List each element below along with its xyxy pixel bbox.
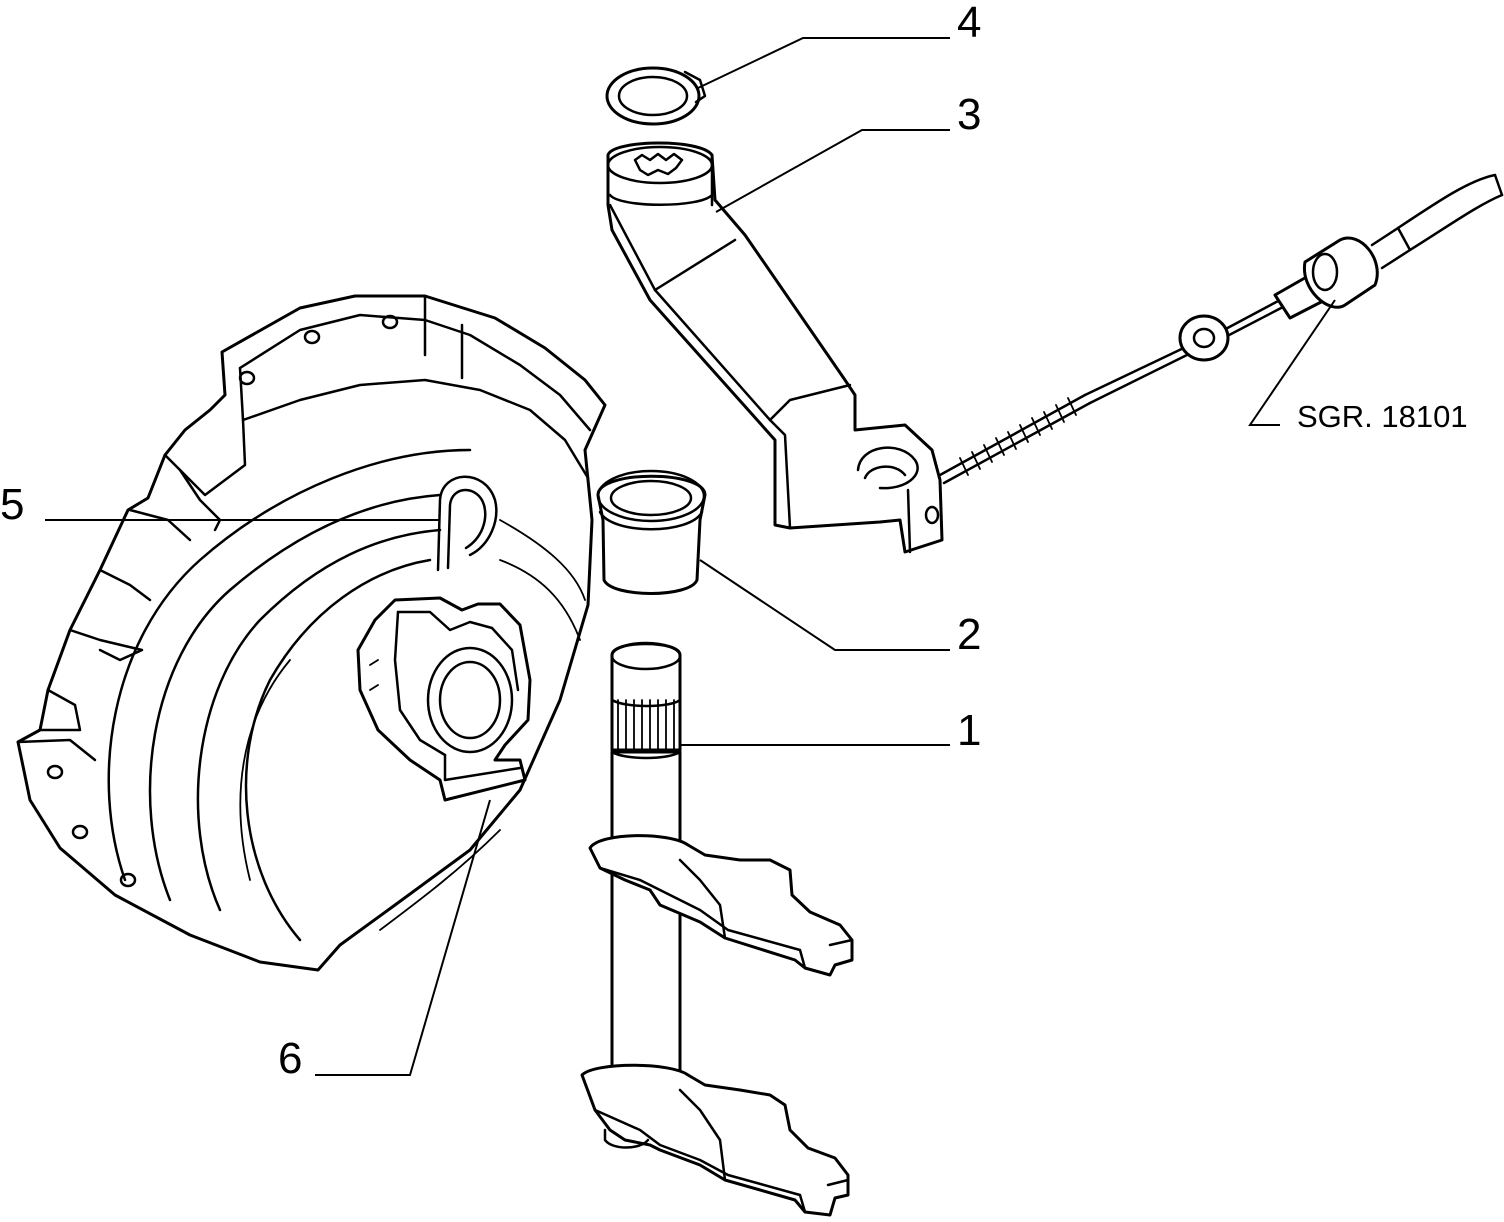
callout-4: 4 — [957, 0, 982, 47]
bushing-part-2 — [596, 469, 707, 595]
callout-2: 2 — [957, 610, 982, 659]
leader-ref — [1248, 299, 1336, 426]
callout-1: 1 — [957, 706, 982, 755]
leader-lines — [45, 37, 1336, 1076]
circlip-part-4 — [605, 66, 707, 126]
leader-4 — [697, 37, 950, 89]
callout-3: 3 — [957, 90, 982, 139]
release-fork-part-1 — [580, 641, 854, 1217]
clutch-cable — [938, 173, 1504, 485]
callout-5: 5 — [0, 480, 25, 529]
spring-clip-part-5 — [436, 475, 498, 572]
reference-code: SGR. 18101 — [1297, 399, 1468, 434]
leader-6 — [315, 799, 491, 1076]
leader-3 — [715, 129, 950, 213]
leader-2 — [699, 559, 950, 651]
release-bearing-part-6 — [356, 596, 532, 802]
release-lever-part-3 — [606, 141, 944, 554]
callout-6: 6 — [278, 1034, 303, 1083]
clutch-housing — [16, 294, 607, 972]
